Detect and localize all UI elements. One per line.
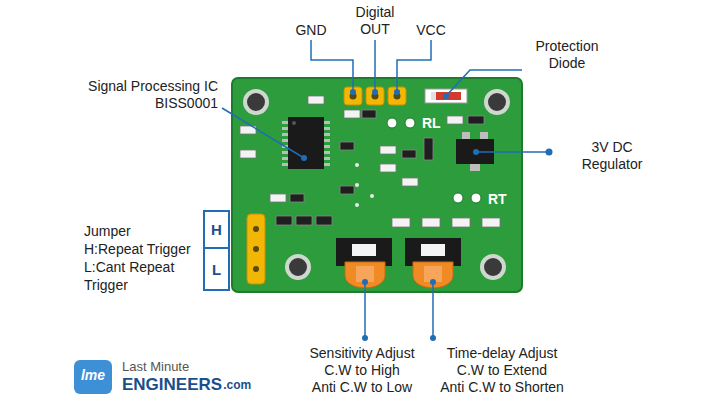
- part-label: Anti C.W to Low: [312, 379, 412, 395]
- jumper-note: Trigger: [84, 277, 128, 293]
- pin-name: GND: [295, 22, 326, 38]
- part-label: C.W to High: [324, 362, 399, 378]
- part-label: Signal Processing IC: [88, 78, 218, 94]
- jumper-position-letter: H: [211, 221, 222, 238]
- logo-text: Last Minute: [122, 360, 189, 375]
- part-label: BISS0001: [155, 95, 218, 111]
- part-label: Sensitivity Adjust: [309, 345, 414, 361]
- part-label: Time-delay Adjust: [447, 345, 558, 361]
- jumper-note: H:Repeat Trigger: [84, 241, 191, 257]
- silkscreen-label: RL: [422, 115, 441, 131]
- part-label: C.W to Extend: [457, 362, 547, 378]
- part-label: Regulator: [582, 156, 643, 172]
- pin-name: Digital: [356, 4, 395, 20]
- jumper-position-letter: L: [212, 261, 221, 278]
- part-label: 3V DC: [591, 139, 632, 155]
- jumper-position-box: H: [203, 210, 230, 249]
- silkscreen-label: RT: [488, 191, 507, 207]
- pin-name: OUT: [360, 21, 390, 37]
- part-label: Diode: [549, 55, 586, 71]
- part-label: Protection: [535, 38, 598, 54]
- logo-text: ENGINEERS: [122, 375, 222, 395]
- pin-name: VCC: [416, 22, 446, 38]
- jumper-position-box: L: [203, 247, 230, 291]
- logo-mark: lme: [81, 367, 105, 383]
- logo-text: .com: [223, 379, 251, 393]
- jumper-note: L:Cant Repeat: [84, 259, 174, 275]
- jumper-note: Jumper: [84, 223, 131, 239]
- part-label: Anti C.W to Shorten: [440, 379, 564, 395]
